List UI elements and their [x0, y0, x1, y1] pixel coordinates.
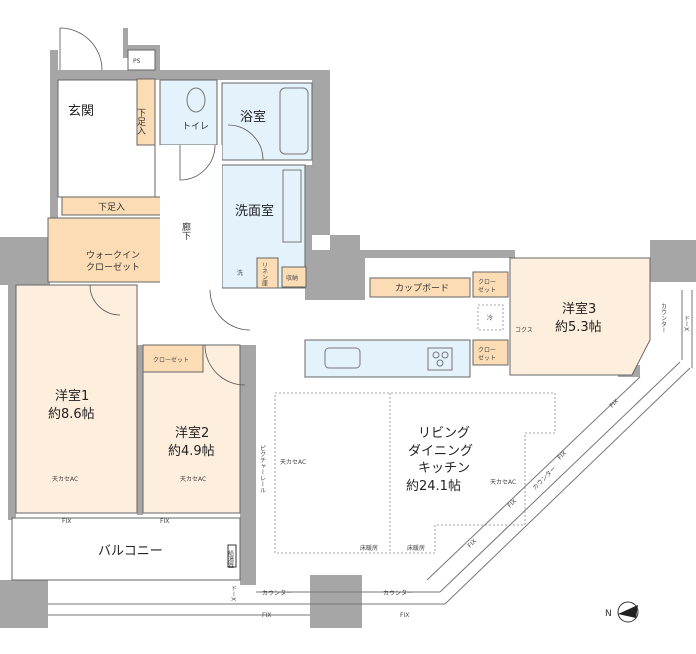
window-wall [48, 290, 693, 616]
label-bedroom3-size: 約5.3帖 [555, 320, 602, 335]
label-ps: PS [133, 58, 141, 65]
label-ac-2: 天カセAC [180, 476, 206, 483]
storage [281, 266, 307, 288]
stove-icon [427, 347, 453, 371]
closet-3a [472, 271, 509, 298]
label-counter-4: カウンター [660, 303, 667, 333]
label-counter-1: カウンター [262, 589, 292, 597]
label-ldk-size: 約24.1帖 [406, 479, 461, 494]
water-heater [227, 544, 237, 568]
label-fix-4: FIX [400, 612, 409, 619]
label-ac-3: 天カセAC [280, 459, 306, 466]
linen-storage [256, 257, 279, 289]
label-bath: 浴室 [240, 109, 266, 125]
corridor [160, 145, 222, 290]
label-counter-2: カウンター [383, 589, 413, 597]
balcony [11, 517, 241, 581]
label-bedroom3: 洋室3 [562, 301, 596, 317]
door-swings [59, 27, 264, 386]
sink [324, 347, 361, 369]
label-corridor: 廊下 [180, 221, 191, 241]
label-closet-3b-2: ゼット [478, 354, 496, 362]
ps-shaft [127, 49, 156, 71]
compass-icon [617, 601, 639, 623]
bedroom-2 [142, 344, 241, 514]
label-fix-6: FIX [556, 450, 568, 462]
label-fix-8: FIX [466, 538, 478, 550]
label-fridge: 冷 [487, 314, 493, 322]
compass-label: N [605, 609, 612, 619]
label-fix-7: FIX [506, 498, 518, 510]
label-closet-3b-1: クロー [478, 347, 496, 354]
label-toilet: トイレ [182, 122, 209, 132]
label-storage: 収納 [286, 274, 298, 282]
label-ldk-1: リビング [418, 426, 470, 441]
label-ldk-3: キッチン [418, 461, 470, 476]
label-entrance: 玄関 [68, 104, 94, 119]
label-bedroom1: 洋室1 [55, 388, 89, 404]
label-floor-heating-1: 床暖房 [360, 544, 378, 552]
label-door-x-1: ドーX [683, 315, 690, 331]
walls [0, 28, 696, 628]
bedroom-3 [509, 257, 651, 376]
kitchen-counter [304, 339, 471, 378]
label-floor-heating-2: 床暖房 [407, 544, 425, 552]
cupboard [369, 277, 471, 298]
label-washroom: 洗面室 [235, 203, 274, 219]
label-closet-3a-1: クロー [478, 279, 496, 286]
bathroom [221, 82, 313, 161]
label-bedroom2-size: 約4.9帖 [168, 444, 215, 459]
label-bedroom2: 洋室2 [175, 425, 209, 441]
label-shoe-storage-2: 下足入 [98, 202, 125, 213]
label-balcony: バルコニー [98, 544, 163, 559]
label-ldk-2: ダイニング [408, 444, 473, 459]
fridge-space [477, 304, 504, 331]
label-wic-2: クローゼット [86, 261, 140, 273]
label-linen: リネン庫 [261, 262, 268, 287]
label-closet-bedroom2: クローゼット [153, 356, 189, 364]
label-ac-4: 天カセAC [490, 479, 516, 486]
label-wic-1: ウォークイン [86, 250, 140, 261]
label-ac-1: 天カセAC [52, 476, 78, 483]
label-shoe-storage-1: 下足入 [135, 108, 146, 135]
label-fix-3: FIX [262, 612, 271, 619]
floor-heating-area [274, 392, 556, 554]
shoe-storage-vertical [136, 78, 156, 146]
label-picture-rail: ピクチャーレール [259, 445, 266, 493]
label-closet3: コクス [515, 327, 533, 334]
label-washer: 洗 [237, 269, 243, 277]
closet-bedroom2 [142, 344, 204, 373]
label-fix-5: FIX [608, 398, 620, 410]
label-cupboard: カップボード [395, 283, 449, 294]
walk-in-closet [47, 217, 167, 283]
label-fix-1: FIX [62, 518, 71, 525]
label-water-heater: 給湯器 [227, 549, 234, 569]
label-door-x-2: ドーX [230, 585, 237, 601]
label-fix-2: FIX [160, 518, 169, 525]
closet-3b [472, 339, 509, 366]
label-bedroom1-size: 約8.6帖 [48, 407, 95, 422]
toilet [159, 79, 218, 146]
bedroom-1 [15, 284, 138, 514]
label-closet-3a-2: ゼット [478, 286, 496, 294]
